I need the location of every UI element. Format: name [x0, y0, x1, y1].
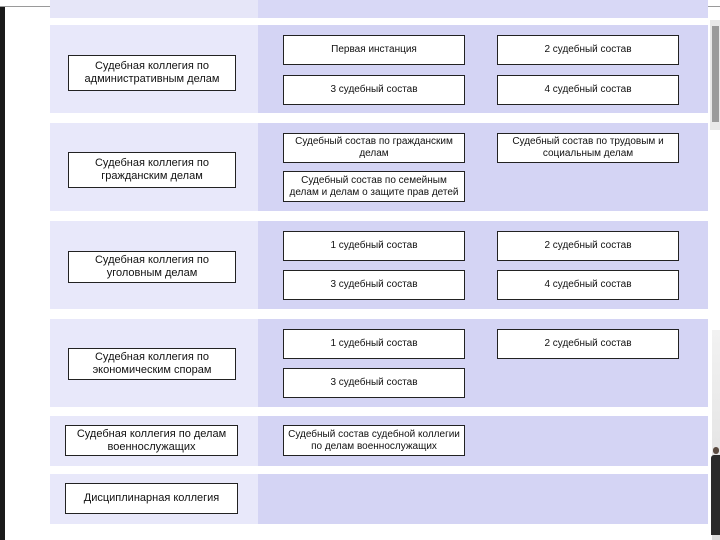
- composition-box: 3 судебный состав: [283, 270, 465, 300]
- row-military: Судебная коллегия по делам военнослужащи…: [50, 416, 708, 466]
- composition-box: 2 судебный состав: [497, 35, 679, 65]
- scrollbar-thumb[interactable]: [712, 26, 719, 122]
- composition-box: Первая инстанция: [283, 35, 465, 65]
- composition-box: 4 судебный состав: [497, 75, 679, 105]
- row-civil: Судебная коллегия по гражданским делам С…: [50, 123, 708, 211]
- composition-box: 3 судебный состав: [283, 368, 465, 398]
- collegium-administrative: Судебная коллегия по административным де…: [68, 55, 236, 91]
- previous-row-right: [258, 0, 708, 18]
- collegium-disciplinary: Дисциплинарная коллегия: [65, 483, 238, 514]
- composition-box: 4 судебный состав: [497, 270, 679, 300]
- collegium-economic: Судебная коллегия по экономическим спора…: [68, 348, 236, 380]
- collegium-military: Судебная коллегия по делам военнослужащи…: [65, 425, 238, 456]
- row-disciplinary: Дисциплинарная коллегия: [50, 474, 708, 524]
- person-head: [713, 447, 719, 454]
- previous-row-left: [50, 0, 258, 18]
- vertical-scrollbar[interactable]: [710, 20, 720, 130]
- composition-box: Судебный состав по семейным делам и дела…: [283, 171, 465, 202]
- previous-row-remnant: [50, 0, 708, 18]
- composition-box: 1 судебный состав: [283, 329, 465, 359]
- row-criminal: Судебная коллегия по уголовным делам 1 с…: [50, 221, 708, 309]
- collegium-civil: Судебная коллегия по гражданским делам: [68, 152, 236, 188]
- composition-box: 2 судебный состав: [497, 231, 679, 261]
- window-left-edge: [0, 0, 5, 540]
- composition-box: 1 судебный состав: [283, 231, 465, 261]
- side-decoration: [712, 330, 720, 540]
- row-right-panel: [258, 474, 708, 524]
- row-administrative: Судебная коллегия по административным де…: [50, 25, 708, 113]
- composition-box: 2 судебный состав: [497, 329, 679, 359]
- collegium-criminal: Судебная коллегия по уголовным делам: [68, 251, 236, 283]
- composition-box: Судебный состав по гражданским делам: [283, 133, 465, 163]
- composition-box: 3 судебный состав: [283, 75, 465, 105]
- row-economic: Судебная коллегия по экономическим спора…: [50, 319, 708, 407]
- person-figure-image: [711, 447, 720, 535]
- composition-box: Судебный состав судебной коллегии по дел…: [283, 425, 465, 456]
- composition-box: Судебный состав по трудовым и социальным…: [497, 133, 679, 163]
